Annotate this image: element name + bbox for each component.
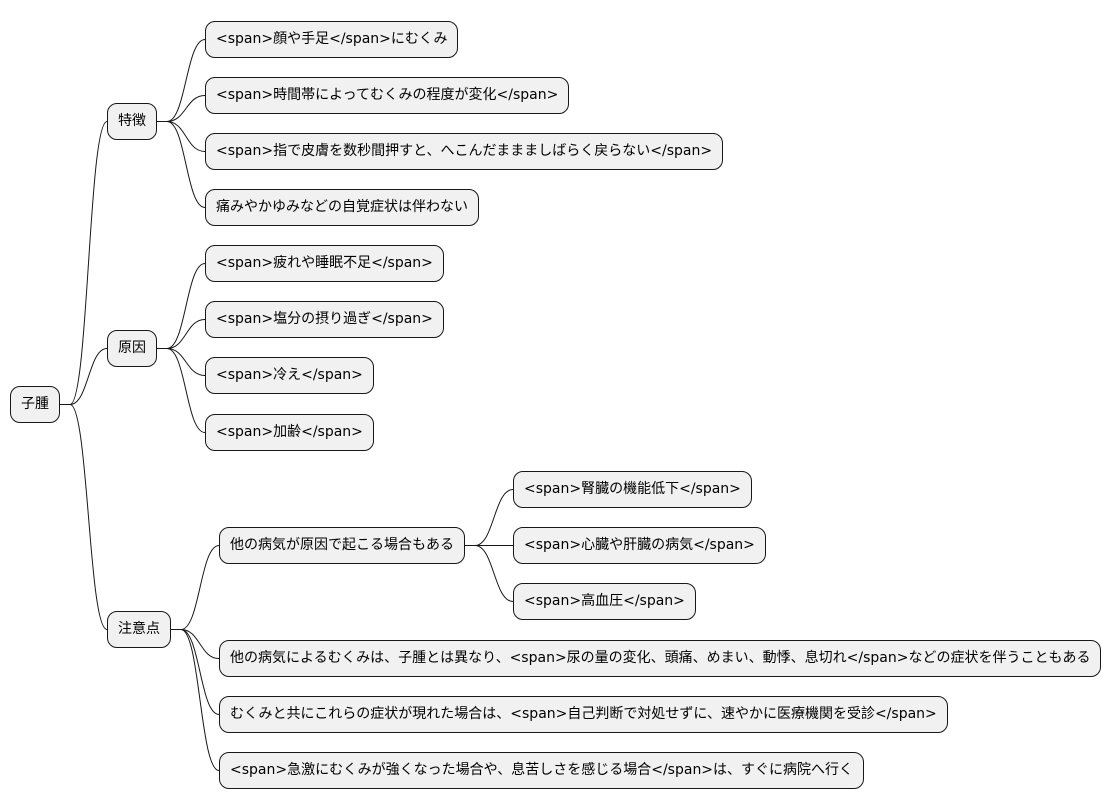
connector-line [157, 319, 206, 349]
branch-node-features: 特徴 [107, 103, 157, 140]
connector-line [157, 263, 206, 349]
leaf-node: 痛みやかゆみなどの自覚症状は伴わない [205, 189, 479, 226]
connector-line [60, 404, 108, 630]
connector-line [171, 629, 220, 715]
leaf-node: 他の病気によるむくみは、子腫とは異なり、<span>尿の量の変化、頭痛、めまい、… [219, 640, 1102, 677]
connector-line [465, 545, 514, 602]
branch-node-cautions: 注意点 [107, 611, 171, 648]
connector-line [157, 39, 206, 122]
leaf-node: <span>顔や手足</span>にむくみ [205, 21, 459, 58]
leaf-node: <span>腎臓の機能低下</span> [513, 471, 752, 508]
branch-node-causes: 原因 [107, 330, 157, 367]
leaf-node: <span>加齢</span> [205, 414, 374, 451]
connector-line [157, 121, 206, 152]
leaf-node: <span>塩分の摂り過ぎ</span> [205, 301, 444, 338]
connector-line [171, 629, 220, 659]
root-node: 子腫 [10, 386, 60, 423]
leaf-node: <span>心臓や肝臓の病気</span> [513, 527, 766, 564]
connector-line [60, 348, 108, 405]
leaf-node: <span>時間帯によってむくみの程度が変化</span> [205, 77, 570, 114]
connector-line [60, 121, 108, 405]
connector-line [157, 121, 206, 208]
connector-line [171, 629, 220, 771]
leaf-node: むくみと共にこれらの症状が現れた場合は、<span>自己判断で対処せずに、速やか… [219, 696, 948, 733]
sub-branch-node: 他の病気が原因で起こる場合もある [219, 527, 465, 564]
leaf-node: <span>急激にむくみが強くなった場合や、息苦しさを感じる場合</span>は… [219, 752, 865, 789]
leaf-node: <span>指で皮膚を数秒間押すと、へこんだままましばらく戻らない</span> [205, 133, 724, 170]
connector-line [157, 348, 206, 433]
connector-line [465, 489, 514, 546]
leaf-node: <span>冷え</span> [205, 357, 374, 394]
leaf-node: <span>高血圧</span> [513, 583, 696, 620]
leaf-node: <span>疲れや睡眠不足</span> [205, 245, 444, 282]
connector-line [171, 545, 220, 630]
